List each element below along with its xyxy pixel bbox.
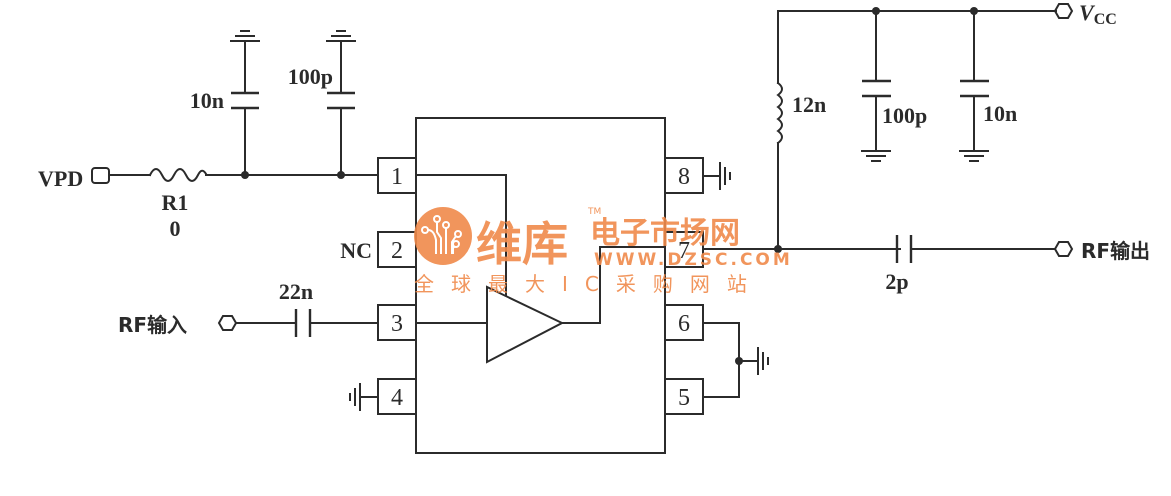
ic-pin-5: 5: [664, 378, 704, 415]
pin-2-label: 2: [391, 238, 403, 264]
inductor-value: 12n: [792, 92, 826, 117]
vcc-terminal-icon[interactable]: [1053, 3, 1074, 19]
ic-pin-1: 1: [377, 157, 417, 194]
ic-pin-4: 4: [377, 378, 417, 415]
ground-icon: [757, 347, 769, 375]
internal-output-wire: [561, 246, 666, 324]
rf-out-terminal-icon[interactable]: [1053, 241, 1074, 257]
pin-3-label: 3: [391, 311, 403, 337]
vcc-sub: CC: [1094, 11, 1117, 28]
pin-6-label: 6: [678, 311, 690, 337]
ground-icon: [326, 30, 356, 42]
watermark-slogan: 全球最大IC采购网站: [414, 272, 764, 296]
inductor-12n-icon: [776, 81, 783, 145]
cap-22n-label: 22n: [279, 279, 313, 304]
ic-pin-8: 8: [664, 157, 704, 194]
ground-icon: [349, 383, 361, 411]
ic-pin-3: 3: [377, 304, 417, 341]
wire: [702, 322, 740, 398]
ground-icon: [861, 150, 891, 162]
rf-in-terminal-icon[interactable]: [217, 315, 238, 331]
rf-in-label: RF输入: [118, 313, 187, 337]
vpd-label: VPD: [38, 166, 83, 191]
ground-icon: [230, 30, 260, 42]
ic-pin-6: 6: [664, 304, 704, 341]
cap-vcc-100p-label: 100p: [882, 103, 927, 128]
resistor-r1-icon: [148, 168, 208, 182]
watermark-logo-icon: [414, 207, 472, 265]
pin-4-label: 4: [391, 385, 403, 411]
ground-icon: [959, 150, 989, 162]
circuit-logo-icon: [421, 215, 462, 254]
watermark-url: WWW.DZSC.COM: [594, 250, 793, 270]
watermark-brand: 维库: [476, 217, 568, 271]
ic-body: [415, 117, 666, 454]
vpd-terminal-icon[interactable]: [91, 167, 110, 184]
pin-7-label: 7: [678, 238, 690, 264]
watermark-tm: TM: [587, 207, 601, 217]
vcc-main: V: [1079, 0, 1096, 25]
watermark-tagline: 电子市场网: [590, 216, 740, 251]
pin-8-label: 8: [678, 164, 690, 190]
cap-vcc-10n-label: 10n: [983, 101, 1017, 126]
watermark: 维库 TM 电子市场网 WWW.DZSC.COM 全球最大IC采购网站: [414, 207, 793, 296]
cap-100p-label: 100p: [288, 64, 333, 89]
r1-name: R1: [162, 190, 189, 215]
pin-5-label: 5: [678, 385, 690, 411]
inductor-label: 12n: [792, 92, 826, 117]
rf-out-label: RF输出: [1081, 239, 1150, 263]
cap-2p-label: 2p: [885, 269, 908, 294]
ic-pin-2: 2: [377, 231, 417, 268]
amplifier-triangle-icon: [486, 285, 565, 364]
r1-value: 0: [170, 216, 181, 241]
nc-label: NC: [340, 238, 372, 263]
cap-10n-label: 10n: [190, 88, 224, 113]
ground-icon: [719, 162, 731, 190]
pin-1-label: 1: [391, 164, 403, 190]
vcc-label: VCC: [1079, 0, 1117, 28]
internal-bias-wire: [415, 174, 507, 296]
